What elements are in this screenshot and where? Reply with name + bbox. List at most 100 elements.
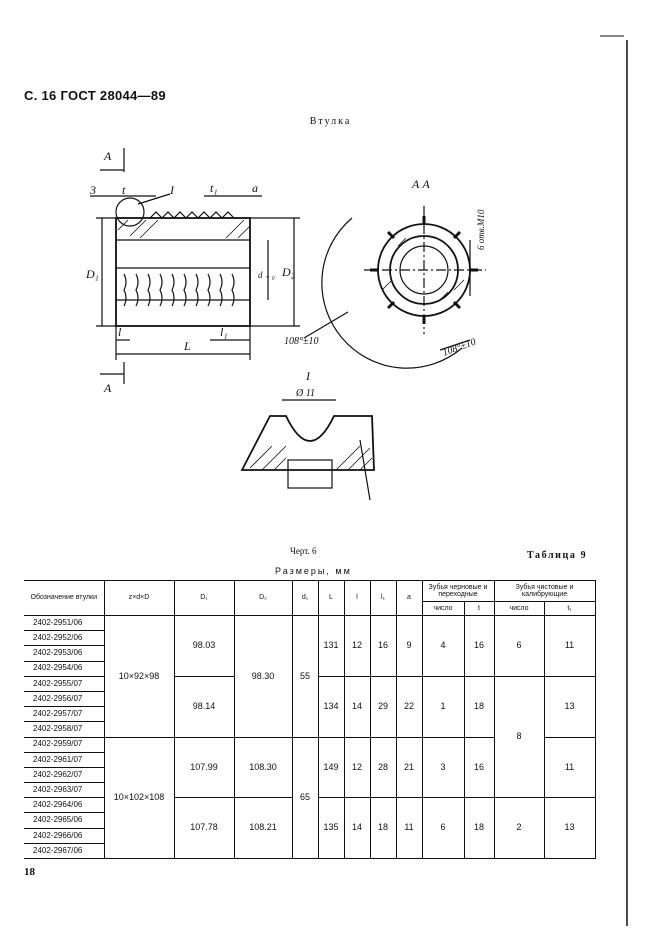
dimensions-table: Обозначение втулки z×d×D D₁ D₂ d₁ L l l₁… (24, 580, 596, 860)
table-row: 2402-2951/06 10×92×98 98.03 98.30 55 131… (24, 614, 596, 738)
l-cell: 12 (343, 615, 371, 677)
rough-t-cell: 16 (463, 615, 495, 677)
rough-count-cell: 1 (421, 675, 465, 738)
l1-cell: 29 (369, 675, 397, 738)
L-cell: 134 (317, 675, 345, 738)
designation-cell: 2402-2962/07 (24, 766, 105, 784)
designation-cell: 2402-2955/07 (24, 675, 105, 692)
l1-cell: 18 (369, 797, 397, 859)
dim-d: d ₊ ₀ (258, 270, 275, 280)
rough-t-cell: 16 (463, 736, 495, 799)
dim-t: t (122, 183, 126, 197)
col-D2: D₂ (233, 580, 293, 616)
a-cell: 9 (395, 615, 423, 677)
l1-cell: 16 (369, 615, 397, 677)
finish-t1-cell: 11 (543, 615, 596, 677)
designation-cell: 2402-2963/07 (24, 782, 105, 799)
D1-cell: 107.99 (173, 736, 235, 799)
rough-t-cell: 18 (463, 797, 495, 859)
table-row: 2402-2955/07 98.14 134 14 29 22 1 18 8 1… (24, 675, 596, 799)
D2-cell: 108.30 (233, 736, 293, 799)
col-l1: l₁ (369, 580, 397, 616)
d1-cell: 55 (291, 615, 319, 738)
table-label: Таблица 9 (527, 550, 588, 561)
table-header-row: Обозначение втулки z×d×D D₁ D₂ d₁ L l l₁… (24, 580, 596, 616)
detail-ref-I: I (169, 183, 175, 197)
dim-l: l (118, 325, 122, 339)
dim-L: L (183, 339, 191, 353)
a-cell: 22 (395, 675, 423, 738)
designation-cell: 2402-2951/06 (24, 614, 105, 632)
rough-count-cell: 3 (421, 736, 465, 799)
col-designation: Обозначение втулки (24, 580, 105, 616)
dim-D1: D₁ (85, 267, 99, 281)
rough-t-cell: 18 (463, 675, 495, 738)
l1-cell: 28 (369, 736, 397, 799)
a-cell: 21 (395, 736, 423, 799)
designation-cell: 2402-2961/07 (24, 751, 105, 768)
detail-diameter: Ø 11 (295, 388, 315, 399)
designation-cell: 2402-2952/06 (24, 630, 105, 647)
col-rough-count: число (421, 601, 465, 616)
col-L: L (317, 580, 345, 616)
table-row: 2402-2959/07 10×102×108 107.99 108.30 65… (24, 736, 596, 859)
designation-cell: 2402-2959/07 (24, 736, 105, 753)
angle-left: 108°±10 (284, 336, 319, 347)
l-cell: 12 (343, 736, 371, 799)
page-number: 18 (24, 866, 35, 878)
technical-drawing: А А 3 t I t₁ a D₁ d ₊ ₀ D₂ l l₁ L 108°±1… (85, 148, 486, 501)
l-cell: 14 (343, 675, 371, 738)
section-label-bottom: А (103, 381, 112, 395)
col-d1: d₁ (291, 580, 319, 616)
designation-cell: 2402-2965/06 (24, 812, 105, 829)
col-finish-t1: t₁ (543, 601, 596, 616)
dim-l1: l₁ (220, 325, 228, 339)
page-edge-mark (600, 35, 628, 926)
designation-cell: 2402-2966/06 (24, 827, 105, 844)
hole-label: 6 отв.М10 (476, 209, 486, 250)
L-cell: 131 (317, 615, 345, 677)
D2-cell: 108.21 (233, 797, 293, 859)
dim-3: 3 (89, 183, 96, 197)
finish-count-cell: 8 (493, 675, 545, 799)
l-cell: 14 (343, 797, 371, 859)
detail-title: I (305, 369, 311, 383)
designation-cell: 2402-2967/06 (24, 842, 105, 860)
finish-t1-cell: 13 (543, 797, 596, 859)
finish-t1-cell: 13 (543, 675, 596, 738)
zdD-cell: 10×102×108 (103, 736, 175, 859)
finish-t1-cell: 11 (543, 736, 596, 799)
designation-cell: 2402-2953/06 (24, 645, 105, 662)
figure-caption: Черт. 6 (290, 546, 317, 556)
col-finish-count: число (493, 601, 545, 616)
designation-cell: 2402-2958/07 (24, 721, 105, 738)
designation-cell: 2402-2954/06 (24, 660, 105, 677)
D1-cell: 98.03 (173, 615, 235, 677)
col-l: l (343, 580, 371, 616)
zdD-cell: 10×92×98 (103, 615, 175, 738)
finish-count-cell: 6 (493, 615, 545, 677)
table-subheader-row: число t число t₁ (24, 601, 596, 616)
dim-t1: t₁ (210, 181, 218, 195)
designation-cell: 2402-2957/07 (24, 706, 105, 723)
col-a: a (395, 580, 423, 616)
L-cell: 149 (317, 736, 345, 799)
designation-cell: 2402-2956/07 (24, 690, 105, 708)
finish-count-cell: 2 (493, 797, 545, 859)
rough-count-cell: 6 (421, 797, 465, 859)
col-group-finish: Зубья чистовые и калибрующие (493, 580, 596, 602)
D2-cell: 98.30 (233, 615, 293, 738)
d1-cell: 65 (291, 736, 319, 859)
col-group-rough: Зубья черновые и переходные (421, 580, 495, 602)
table-row: 2402-2967/06 (24, 842, 595, 860)
table-title: Размеры, мм (275, 566, 352, 576)
dim-a: a (252, 181, 258, 195)
col-zdD: z×d×D (103, 580, 175, 616)
L-cell: 135 (317, 797, 345, 859)
table-row: 2402-2964/06 107.78 108.21 135 14 18 11 … (24, 797, 596, 859)
drawing-title: Втулка (309, 116, 352, 127)
section-label-top: А (103, 149, 112, 163)
dim-D2: D₂ (281, 265, 295, 279)
col-D1: D₁ (173, 580, 235, 616)
col-rough-t: t (463, 601, 495, 616)
